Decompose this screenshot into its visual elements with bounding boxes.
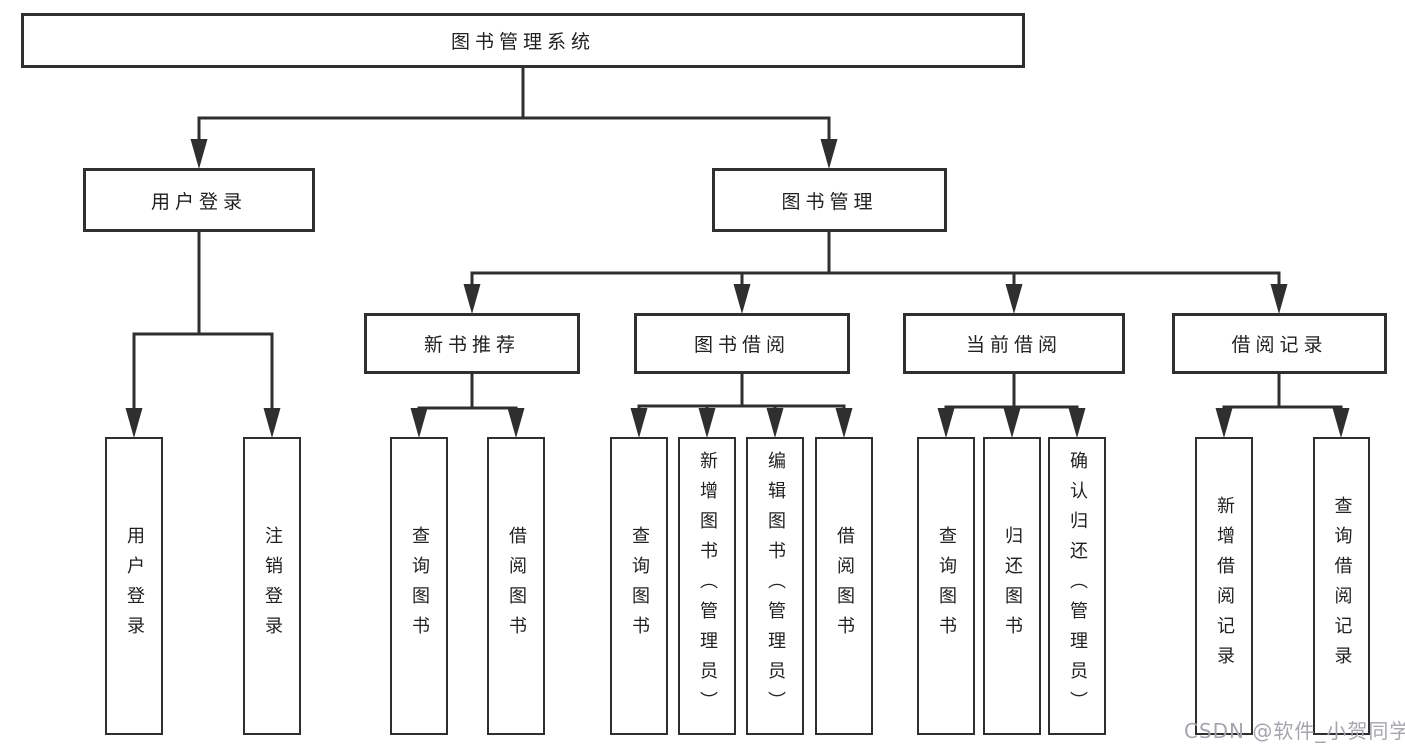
leaf-br-add-record: 新增借阅记录 xyxy=(1195,437,1253,735)
node-borrow-records: 借阅记录 xyxy=(1172,313,1387,374)
leaf-bb-borrow-books: 借阅图书 xyxy=(815,437,873,735)
node-current-borrow: 当前借阅 xyxy=(903,313,1125,374)
leaf-cb-return-books: 归还图书 xyxy=(983,437,1041,735)
leaf-br-query-record: 查询借阅记录 xyxy=(1313,437,1370,735)
leaf-user-login: 用户登录 xyxy=(105,437,163,735)
leaf-logout-login: 注销登录 xyxy=(243,437,301,735)
node-user-login-group: 用户登录 xyxy=(83,168,315,232)
leaf-bb-edit-books-admin: 编辑图书（管理员） xyxy=(746,437,804,735)
leaf-rec-query-books: 查询图书 xyxy=(390,437,448,735)
node-book-management: 图书管理 xyxy=(712,168,947,232)
watermark: CSDN @软件_小贺同学 xyxy=(1184,719,1405,743)
leaf-rec-borrow-books: 借阅图书 xyxy=(487,437,545,735)
node-new-book-recommend: 新书推荐 xyxy=(364,313,580,374)
leaf-bb-add-books-admin: 新增图书（管理员） xyxy=(678,437,736,735)
node-book-borrow: 图书借阅 xyxy=(634,313,850,374)
leaf-cb-query-books: 查询图书 xyxy=(917,437,975,735)
node-library-management-system: 图书管理系统 xyxy=(21,13,1025,68)
leaf-cb-confirm-return-admin: 确认归还（管理员） xyxy=(1048,437,1106,735)
leaf-bb-query-books: 查询图书 xyxy=(610,437,668,735)
